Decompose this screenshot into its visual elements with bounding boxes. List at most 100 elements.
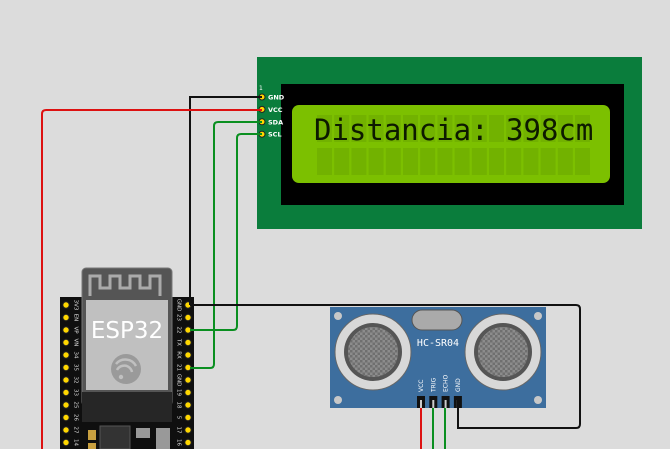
lcd-cell	[437, 115, 453, 142]
esp32-pin-dot[interactable]	[62, 313, 70, 322]
esp32-pin-label: RX	[176, 351, 182, 359]
esp32-pin-dot[interactable]	[184, 351, 192, 359]
espressif-logo-icon	[111, 354, 141, 384]
esp32-pin-label: 18	[176, 402, 182, 409]
esp32-pin-dot[interactable]	[184, 376, 192, 384]
esp32-pin-dot[interactable]	[62, 426, 70, 434]
esp32-pin-label: 25	[73, 402, 79, 409]
esp32-pin-label: GND	[176, 374, 182, 387]
esp32-label: ESP32	[91, 318, 163, 344]
esp32-pin-label: 21	[176, 364, 182, 371]
esp32-pin-label: 34	[73, 352, 79, 359]
lcd-pin-label: VCC	[268, 106, 283, 114]
mounting-hole	[534, 312, 542, 320]
lcd-cell	[489, 115, 504, 142]
lcd-cell	[385, 115, 401, 142]
esp32-pin-dot[interactable]	[62, 401, 70, 409]
esp32-pin-dot[interactable]	[62, 376, 70, 384]
esp32-pin-dot[interactable]	[62, 413, 70, 422]
esp32-pin-dot[interactable]	[184, 438, 192, 447]
lcd-cell	[403, 148, 418, 175]
lcd-cell	[437, 148, 453, 175]
esp32-pin-dot[interactable]	[184, 338, 192, 347]
sensor-pin-lead	[420, 400, 422, 408]
lcd-cell	[368, 148, 384, 175]
esp32-pin-dot[interactable]	[184, 401, 192, 409]
esp32-pin-label: GND	[176, 299, 182, 312]
esp32-pin-label: 33	[73, 389, 79, 396]
esp32-pin-dot[interactable]	[62, 338, 70, 347]
transducer-left	[334, 313, 412, 391]
esp32-pin-label: 32	[73, 377, 79, 384]
smd-component	[88, 430, 96, 440]
lcd-cell	[351, 148, 367, 175]
esp32-pin-dot[interactable]	[184, 413, 192, 422]
esp32-circuit-area	[82, 392, 172, 422]
mounting-hole	[534, 396, 542, 404]
esp32-pin-label: 19	[176, 389, 182, 396]
esp32-pin-dot[interactable]	[184, 313, 192, 322]
esp32-pin-dot[interactable]	[62, 438, 70, 447]
sensor-pin-label: TRIG	[430, 377, 437, 393]
esp32-pin-label: 26	[73, 414, 79, 421]
esp32-pin-headers: 3V3ENVPVN3435323325262714GND2322TXRX21GN…	[62, 299, 192, 447]
wire-lcd-vcc[interactable]	[41, 109, 262, 449]
esp32-pin-label: VP	[73, 326, 79, 334]
wire-gnd-sensor[interactable]	[190, 304, 581, 429]
sensor-pin-lead	[444, 400, 447, 408]
smd-component	[156, 428, 170, 449]
lcd-pin-label: SCL	[268, 131, 282, 139]
antenna-trace	[88, 274, 162, 296]
esp32-pin-label: EN	[73, 314, 79, 322]
esp32-pin-dot[interactable]	[184, 388, 192, 397]
esp32-pin-dot[interactable]	[62, 363, 70, 372]
lcd-cell	[385, 148, 401, 175]
esp32-pin-label: 27	[73, 427, 79, 434]
lcd-pin1-marker: 1	[259, 85, 263, 92]
esp32-pin-label: 22	[176, 327, 182, 334]
lcd-cell-grid	[317, 115, 590, 175]
esp32-pin-label: 17	[176, 427, 182, 434]
lcd-cell	[557, 148, 573, 175]
esp32-pin-label: 14	[73, 439, 79, 446]
lcd-cell	[506, 115, 522, 142]
esp32-pin-dot[interactable]	[62, 388, 70, 397]
lcd-cell	[523, 115, 539, 142]
mounting-hole	[334, 312, 342, 320]
esp32-pin-label: TX	[176, 338, 182, 346]
lcd-cell	[368, 115, 384, 142]
transducer-right	[464, 313, 542, 391]
esp32-pin-dot[interactable]	[62, 351, 70, 359]
lcd-cell	[420, 148, 436, 175]
lcd-cell	[540, 115, 556, 142]
lcd-cell	[471, 115, 487, 142]
esp32-pin-label: 35	[73, 364, 79, 371]
voltage-regulator	[99, 425, 131, 449]
lcd-cell	[557, 115, 573, 142]
lcd-cell	[351, 115, 367, 142]
esp32-pin-label: 3V3	[73, 300, 79, 311]
lcd-cell	[454, 115, 470, 142]
sensor-pin-label: VCC	[418, 380, 425, 392]
wire-lcd-scl[interactable]	[190, 133, 262, 331]
esp32-board[interactable]: ESP32 3V3ENVPVN3435323325262714GND2322TX…	[60, 267, 194, 449]
mounting-hole	[334, 396, 342, 404]
lcd-cell	[454, 148, 470, 175]
lcd-pin-label: GND	[268, 94, 285, 102]
lcd-cell	[403, 115, 418, 142]
lcd-cell	[317, 115, 332, 142]
esp32-pin-dot[interactable]	[62, 326, 70, 334]
esp32-pin-label: 5	[176, 416, 182, 420]
lcd-cell	[489, 148, 504, 175]
smd-component	[88, 443, 96, 449]
wire-lcd-sda[interactable]	[190, 121, 262, 369]
esp32-pin-dot[interactable]	[184, 426, 192, 434]
wire-lcd-gnd[interactable]	[189, 96, 262, 305]
sensor-pin-label: ECHO	[443, 375, 450, 392]
lcd-pin-label: SDA	[268, 118, 283, 126]
lcd-cell	[540, 148, 556, 175]
esp32-pin-dot[interactable]	[62, 301, 70, 309]
